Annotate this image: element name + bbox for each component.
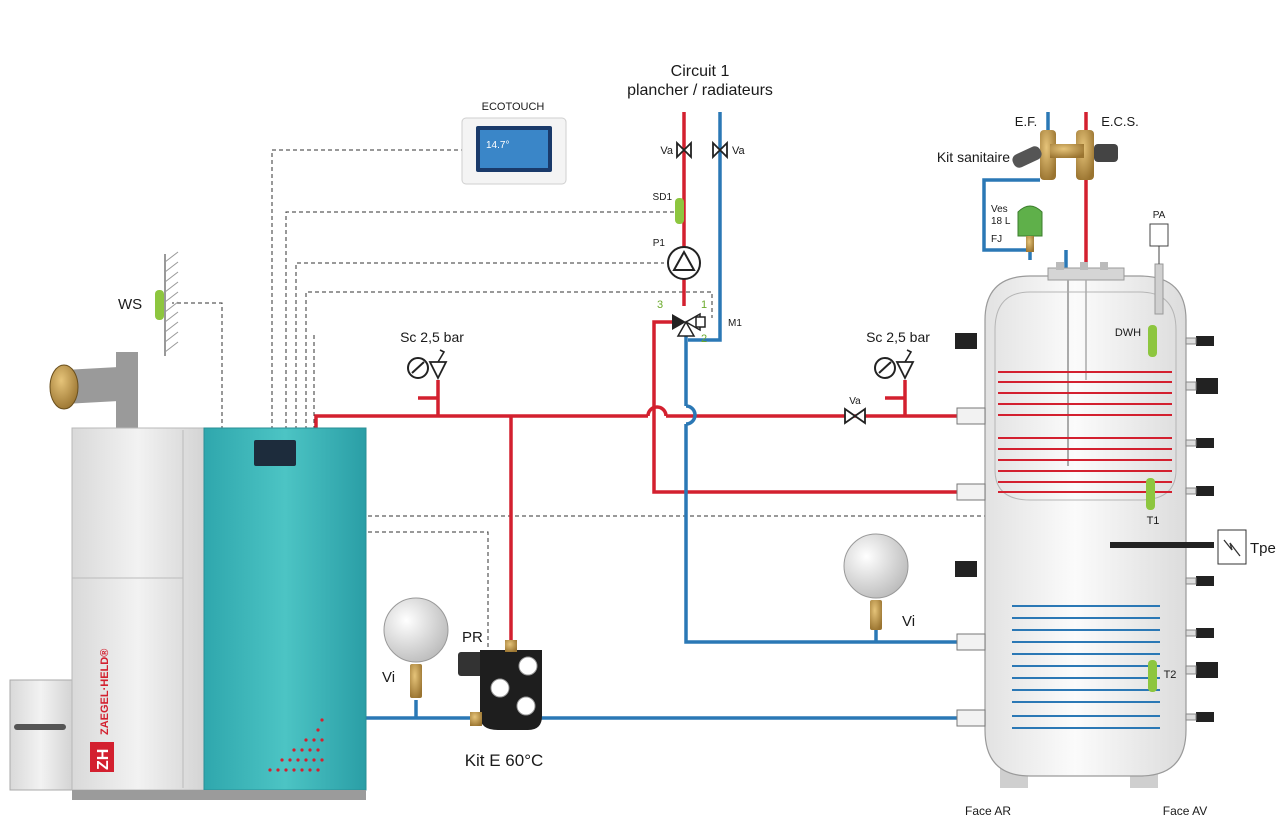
pa-label: PA [1153, 210, 1166, 221]
ecotouch-label: ECOTOUCH [482, 101, 545, 113]
t2-label: T2 [1164, 669, 1177, 681]
ecs-label: E.C.S. [1101, 114, 1139, 129]
circuit-title-line1: Circuit 1 [671, 63, 730, 80]
way-3-label: 3 [657, 299, 663, 311]
ves-label: Ves [991, 204, 1008, 215]
m1-label: M1 [728, 318, 742, 329]
fj-label: FJ [991, 234, 1002, 245]
p1-label: P1 [653, 238, 666, 249]
outdoor-sensor-wall [164, 251, 179, 356]
va-supply-label: Va [660, 145, 674, 157]
pr-label: PR [462, 629, 483, 646]
sc-left-label: Sc 2,5 bar [400, 329, 464, 345]
face-ar-label: Face AR [965, 804, 1011, 818]
cold-pipes [360, 112, 1068, 720]
circuit-title-line2: plancher / radiateurs [627, 82, 773, 99]
tpe-label: Tpe [1250, 540, 1276, 557]
labels: Circuit 1 plancher / radiateurs ECOTOUCH… [95, 63, 1276, 818]
boiler-brand-label: ZAEGEL·HELD® [99, 649, 111, 735]
kit-sanitaire [1012, 130, 1118, 180]
vi-right-label: Vi [902, 613, 915, 630]
va-tank-label: Va [849, 396, 861, 407]
way-1-label: 1 [701, 299, 707, 311]
va-return-label: Va [732, 145, 746, 157]
storage-tank [955, 223, 1247, 788]
kit-e-60 [458, 640, 542, 730]
sensors [155, 198, 1157, 692]
sc-right-label: Sc 2,5 bar [866, 329, 930, 345]
expansion-vessels [383, 205, 1043, 698]
vi-left-label: Vi [382, 669, 395, 686]
ves-volume-label: 18 L [991, 216, 1011, 227]
valves [407, 140, 915, 425]
dwh-label: DWH [1115, 327, 1141, 339]
kit-sanitaire-label: Kit sanitaire [937, 149, 1010, 165]
way-2-label: 2 [701, 333, 707, 345]
kit-e-label: Kit E 60°C [465, 751, 544, 770]
pellet-boiler [9, 352, 367, 800]
screen-temperature: 14.7° [486, 140, 509, 151]
ef-label: E.F. [1015, 114, 1037, 129]
boiler-logo: ZH [95, 749, 112, 770]
t1-label: T1 [1147, 515, 1160, 527]
ws-label: WS [118, 296, 142, 313]
face-av-label: Face AV [1163, 804, 1207, 818]
sd1-label: SD1 [653, 192, 673, 203]
ecotouch-panel [461, 117, 567, 185]
